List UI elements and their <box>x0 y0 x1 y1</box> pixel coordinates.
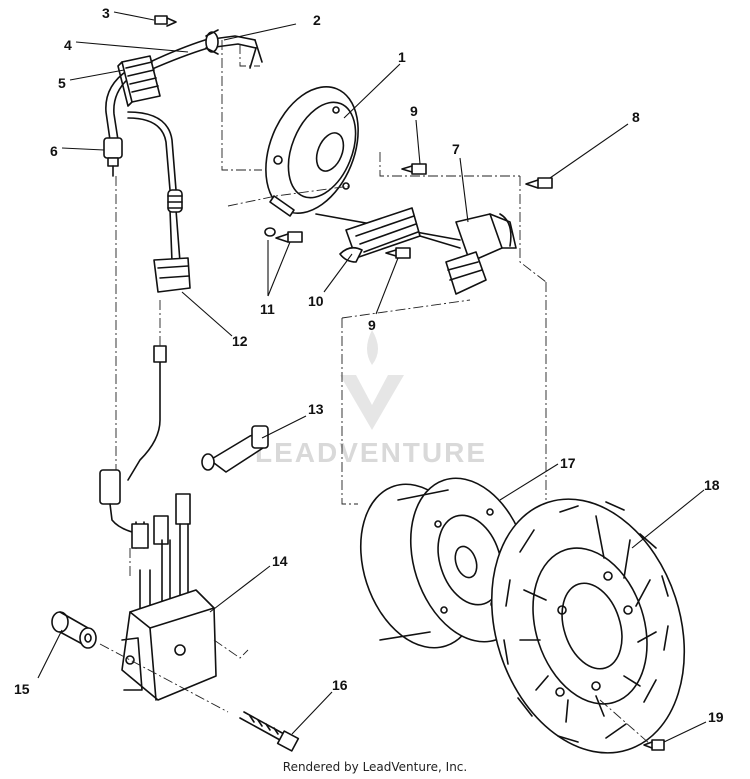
callout-18: 18 <box>704 477 720 493</box>
callout-2: 2 <box>313 12 321 28</box>
cooling-fan-part-18 <box>490 498 686 754</box>
callout-14: 14 <box>272 553 288 569</box>
callout-11: 11 <box>260 301 275 317</box>
callout-3: 3 <box>102 5 110 21</box>
callout-15: 15 <box>14 681 30 697</box>
watermark-text: LEADVENTURE <box>255 437 487 468</box>
callout-1: 1 <box>398 49 406 65</box>
spark-plug-boot-part-13 <box>201 425 269 473</box>
bullet-connector-part-6 <box>103 137 123 177</box>
cdi-module-part-14 <box>121 589 217 701</box>
connector-plug-part-12 <box>153 189 191 293</box>
screw-part-9-top <box>401 163 427 175</box>
cdi-leads <box>99 345 191 613</box>
screw-washer-part-11 <box>264 227 303 243</box>
screw-part-9-bottom <box>385 247 411 259</box>
callout-16: 16 <box>332 677 348 693</box>
screw-part-8 <box>525 177 553 189</box>
leader-lines <box>37 11 707 743</box>
stator-plate-part-1 <box>265 86 359 217</box>
callout-9-top: 9 <box>410 103 418 119</box>
callout-6: 6 <box>50 143 58 159</box>
spacer-part-15 <box>51 611 97 649</box>
pickup-coil-part-7 <box>445 213 517 295</box>
watermark: LEADVENTURE <box>255 330 487 468</box>
footer-credit: Rendered by LeadVenture, Inc. <box>282 760 468 774</box>
callout-19: 19 <box>708 709 724 725</box>
screw-part-3 <box>154 15 177 27</box>
bolt-part-16 <box>239 711 300 752</box>
callout-7: 7 <box>452 141 460 157</box>
callout-12: 12 <box>232 333 248 349</box>
connector-block-part-5 <box>117 55 161 107</box>
screw-part-19 <box>643 739 665 751</box>
callout-4: 4 <box>64 37 72 53</box>
callout-10: 10 <box>308 293 324 309</box>
callout-9-bottom: 9 <box>368 317 376 333</box>
watermark-flame-icon <box>367 330 378 365</box>
callout-labels: 1 2 3 4 5 6 7 8 9 9 10 11 12 13 14 15 16… <box>14 5 724 725</box>
lighting-coil-part-10 <box>315 207 461 263</box>
alignment-lines <box>99 40 651 745</box>
clamp-part-2 <box>205 29 219 55</box>
callout-13: 13 <box>308 401 324 417</box>
callout-5: 5 <box>58 75 66 91</box>
callout-8: 8 <box>632 109 640 125</box>
watermark-logo-icon <box>340 375 404 430</box>
callout-17: 17 <box>560 455 576 471</box>
